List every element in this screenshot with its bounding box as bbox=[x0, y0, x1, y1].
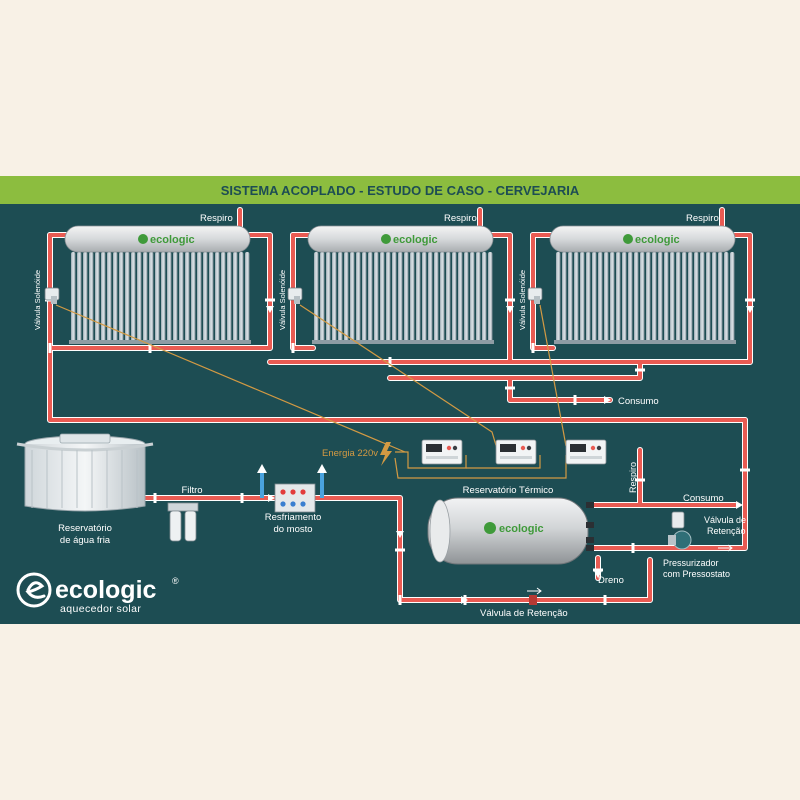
energy-label: Energia 220v bbox=[322, 448, 378, 459]
flow-arrow-icon bbox=[266, 306, 274, 313]
flow-arrows bbox=[266, 306, 754, 605]
respiro-label: Respiro bbox=[686, 213, 719, 224]
vacuum-tubes bbox=[556, 252, 735, 342]
check-valve-right-line1: Válvula de bbox=[704, 515, 746, 525]
thermal-brand-logo: ecologic bbox=[484, 522, 544, 535]
check-valve-icon bbox=[718, 544, 733, 552]
pipe-joint bbox=[395, 548, 405, 552]
cooling-label-line1: Resfriamento bbox=[265, 512, 322, 523]
pipe-joint bbox=[505, 298, 515, 302]
pipe-joint bbox=[573, 395, 577, 405]
pipe-joint bbox=[148, 343, 152, 353]
pipe-joint bbox=[291, 343, 295, 353]
filter-icon bbox=[167, 502, 199, 542]
flow-arrow-icon bbox=[746, 306, 754, 313]
consumo-top-label: Consumo bbox=[618, 396, 659, 407]
brand-mark-icon bbox=[138, 234, 148, 244]
cold-water-reservoir bbox=[16, 433, 154, 512]
pressurizer-label-line1: Pressurizador bbox=[663, 558, 719, 568]
pipe-joint bbox=[531, 343, 535, 353]
brand-registered-mark: ® bbox=[172, 576, 179, 586]
collector-brand-text: ecologic bbox=[393, 234, 438, 246]
vacuum-tubes bbox=[71, 252, 250, 342]
brand-mark-icon bbox=[623, 234, 633, 244]
thermal-brand-text: ecologic bbox=[499, 523, 544, 535]
pipe-joint bbox=[635, 368, 645, 372]
solenoid-valve-label: Válvula Solenóide bbox=[518, 270, 527, 330]
filter-label: Filtro bbox=[181, 485, 202, 496]
pipe-joint bbox=[593, 568, 603, 572]
cold-reservoir-label-line2: de água fria bbox=[60, 535, 111, 546]
flow-arrow-icon bbox=[506, 306, 514, 313]
pipe-joint bbox=[240, 493, 244, 503]
solenoid-valve-icon bbox=[527, 287, 543, 304]
pressurizer-icon bbox=[668, 511, 692, 550]
solenoid-valve-label: Válvula Solenóide bbox=[278, 270, 287, 330]
cooling-exchanger-icon bbox=[257, 464, 327, 513]
solenoid-valve-icon bbox=[44, 287, 60, 304]
pipe-joint bbox=[48, 343, 52, 353]
pipe-joint bbox=[388, 357, 392, 367]
thermal-reservoir-label: Reservatório Térmico bbox=[463, 485, 554, 496]
solenoid-valve-label: Válvula Solenóide bbox=[33, 270, 42, 330]
cold-reservoir-label-line1: Reservatório bbox=[58, 523, 112, 534]
collector-tank bbox=[307, 225, 494, 253]
check-valve-bottom-label: Válvula de Retenção bbox=[480, 608, 568, 619]
respiro-label: Respiro bbox=[200, 213, 233, 224]
check-valve-right-line2: Retenção bbox=[707, 526, 746, 536]
brand-tagline: aquecedor solar bbox=[60, 603, 141, 615]
consumo-right-label: Consumo bbox=[683, 493, 724, 504]
pipe-joint bbox=[265, 298, 275, 302]
flow-arrow-icon bbox=[736, 501, 743, 509]
pipe-joint bbox=[740, 468, 750, 472]
pipe-joints bbox=[45, 298, 755, 605]
flow-arrow-icon bbox=[604, 396, 611, 404]
respiro-right-label: Respiro bbox=[628, 462, 638, 493]
pipe-joint bbox=[603, 595, 607, 605]
cooling-label-line2: do mosto bbox=[273, 524, 312, 535]
flow-arrow-icon bbox=[396, 531, 404, 538]
pipe-joint bbox=[505, 386, 515, 390]
solenoid-valve-icon bbox=[287, 287, 303, 304]
pipe-joint bbox=[398, 595, 402, 605]
check-valve-icon bbox=[527, 587, 542, 595]
pipe-joint bbox=[631, 543, 635, 553]
pressurizer-label-line2: com Pressostato bbox=[663, 569, 730, 579]
pipe-joint bbox=[745, 298, 755, 302]
brand-logo: ecologic ® aquecedor solar bbox=[16, 572, 179, 615]
brand-mark-icon bbox=[381, 234, 391, 244]
diagram-title: SISTEMA ACOPLADO - ESTUDO DE CASO - CERV… bbox=[221, 183, 580, 198]
pipe-joint bbox=[635, 478, 645, 482]
flow-arrow-icon bbox=[594, 571, 602, 578]
controller-icon bbox=[421, 439, 463, 465]
collector-brand-text: ecologic bbox=[635, 234, 680, 246]
collector-brand-text: ecologic bbox=[150, 234, 195, 246]
drain-label: Dreno bbox=[598, 575, 624, 586]
flow-arrow-icon bbox=[268, 494, 275, 502]
controllers bbox=[421, 439, 607, 465]
title-banner bbox=[0, 176, 800, 204]
thermal-reservoir bbox=[427, 497, 594, 565]
brand-logo-text: ecologic bbox=[55, 576, 157, 604]
flow-arrow-icon bbox=[461, 596, 468, 604]
respiro-label: Respiro bbox=[444, 213, 477, 224]
collector-tank bbox=[549, 225, 736, 253]
vacuum-tubes bbox=[314, 252, 493, 342]
collector-tank bbox=[64, 225, 251, 253]
controller-icon bbox=[565, 439, 607, 465]
pipe-joint bbox=[153, 493, 157, 503]
lightning-icon bbox=[380, 442, 392, 466]
check-valve-icon bbox=[529, 595, 537, 605]
controller-icon bbox=[495, 439, 537, 465]
